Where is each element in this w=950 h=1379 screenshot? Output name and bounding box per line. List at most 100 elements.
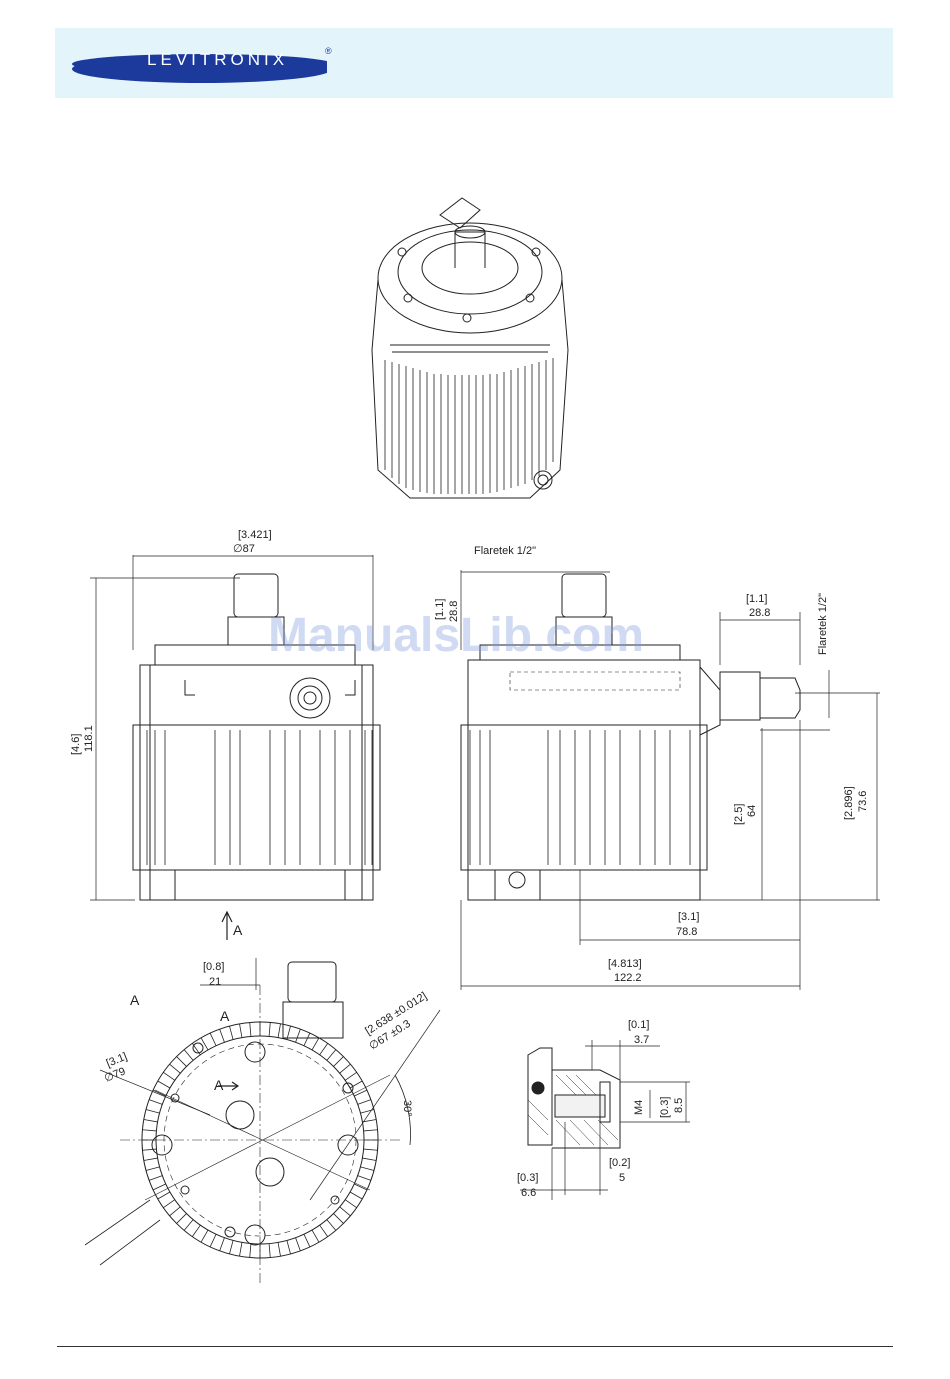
bottom-offset-in: [0.8] [203, 961, 224, 973]
front-height-in: [4.6] [70, 734, 82, 755]
fin-tooth [144, 1158, 158, 1160]
front-height-mm: 118.1 [83, 725, 95, 752]
fin-tooth [177, 1057, 187, 1067]
bottom-label-a1: A [130, 992, 140, 1008]
fin-tooth [144, 1120, 158, 1122]
fin-tooth [158, 1192, 170, 1199]
fin-tooth [201, 1038, 208, 1050]
detail-section-view [520, 1040, 690, 1200]
fin-tooth [184, 1050, 193, 1061]
fin-tooth [345, 1200, 356, 1208]
fin-tooth [296, 1238, 301, 1251]
fin-tooth [304, 1234, 310, 1247]
w1222-in: [4.813] [608, 958, 642, 970]
isometric-pump-view [372, 198, 568, 498]
fin-tooth [350, 1192, 362, 1199]
fin-tooth [312, 1038, 319, 1050]
fin-tooth [327, 1220, 336, 1231]
fin-tooth [184, 1220, 193, 1231]
view-marker-a: A [233, 922, 243, 938]
fin-tooth [304, 1033, 310, 1046]
fin-tooth [345, 1072, 356, 1080]
flaretek-right-label: Flaretek 1/2" [817, 593, 829, 655]
front-fins [140, 730, 372, 865]
fin-tooth [210, 1234, 216, 1247]
fin-tooth [170, 1064, 181, 1073]
fin-tooth [220, 1029, 225, 1042]
fin-tooth [278, 1242, 280, 1256]
fin-tooth [146, 1109, 160, 1113]
dia79-mm: ∅79 [103, 1065, 128, 1084]
detail-d5-mm: 5 [619, 1172, 625, 1184]
detail-d5-in: [0.2] [609, 1157, 630, 1169]
fin-tooth [312, 1230, 319, 1242]
fin-tooth [362, 1158, 376, 1160]
h736-mm: 73.6 [857, 791, 869, 812]
fin-tooth [170, 1207, 181, 1216]
fin-tooth [149, 1176, 162, 1181]
fin-tooth [320, 1225, 328, 1236]
detail-d37-in: [0.1] [628, 1019, 649, 1031]
footer-rule [57, 1346, 893, 1347]
fin-tooth [201, 1230, 208, 1242]
fin-tooth [340, 1064, 351, 1073]
w1222-mm: 122.2 [614, 972, 642, 984]
fin-tooth [240, 1242, 242, 1256]
front-diameter-mm: ∅87 [233, 543, 255, 555]
fin-tooth [327, 1050, 336, 1061]
flaretek-top-label: Flaretek 1/2" [474, 545, 536, 557]
fin-tooth [240, 1024, 242, 1038]
detail-d66-mm: 6.6 [521, 1187, 536, 1199]
fin-tooth [153, 1184, 166, 1190]
detail-thread: M4 [633, 1100, 645, 1115]
front-diameter-in: [3.421] [238, 529, 272, 541]
fin-tooth [358, 1100, 371, 1105]
h736-in: [2.896] [843, 786, 855, 820]
w788-in: [3.1] [678, 911, 699, 923]
detail-d37-mm: 3.7 [634, 1034, 649, 1046]
fin-tooth [269, 1022, 270, 1036]
detail-d66-in: [0.3] [517, 1172, 538, 1184]
fin-tooth [278, 1024, 280, 1038]
fin-tooth [149, 1100, 162, 1105]
fin-tooth [340, 1207, 351, 1216]
fin-tooth [360, 1167, 374, 1171]
bottom-label-a3: A [214, 1077, 224, 1093]
fin-tooth [354, 1184, 367, 1190]
h64-in: [2.5] [733, 804, 745, 825]
fin-tooth [364, 1130, 378, 1131]
side-fins [470, 730, 690, 865]
bottom-offset-mm: 21 [209, 976, 221, 988]
detail-d85-in: [0.3] [659, 1097, 671, 1118]
bottom-label-a2: A [220, 1008, 230, 1024]
fin-tooth [142, 1149, 156, 1150]
fin-tooth [334, 1057, 344, 1067]
fin-tooth [358, 1176, 371, 1181]
fin-tooth [296, 1029, 301, 1042]
fin-tooth [334, 1214, 344, 1224]
right-offset-mm: 28.8 [749, 607, 770, 619]
fin-tooth [142, 1130, 156, 1131]
fin-tooth [229, 1240, 233, 1254]
fin-tooth [364, 1149, 378, 1150]
fin-tooth [146, 1167, 160, 1171]
fin-tooth [250, 1022, 251, 1036]
fin-tooth [163, 1200, 174, 1208]
angle-label: 30° [401, 1100, 413, 1117]
fin-tooth [269, 1244, 270, 1258]
fin-tooth [250, 1244, 251, 1258]
fin-tooth [287, 1240, 291, 1254]
right-offset-in: [1.1] [746, 593, 767, 605]
fin-tooth [153, 1090, 166, 1096]
fin-tooth [320, 1043, 328, 1054]
watermark: ManualsLib.com [268, 608, 644, 663]
fin-tooth [354, 1090, 367, 1096]
fin-tooth [192, 1225, 200, 1236]
fin-tooth [229, 1026, 233, 1040]
w788-mm: 78.8 [676, 926, 697, 938]
fin-tooth [163, 1072, 174, 1080]
fin-tooth [210, 1033, 216, 1046]
fin-tooth [177, 1214, 187, 1224]
cooling-fins [385, 358, 553, 494]
